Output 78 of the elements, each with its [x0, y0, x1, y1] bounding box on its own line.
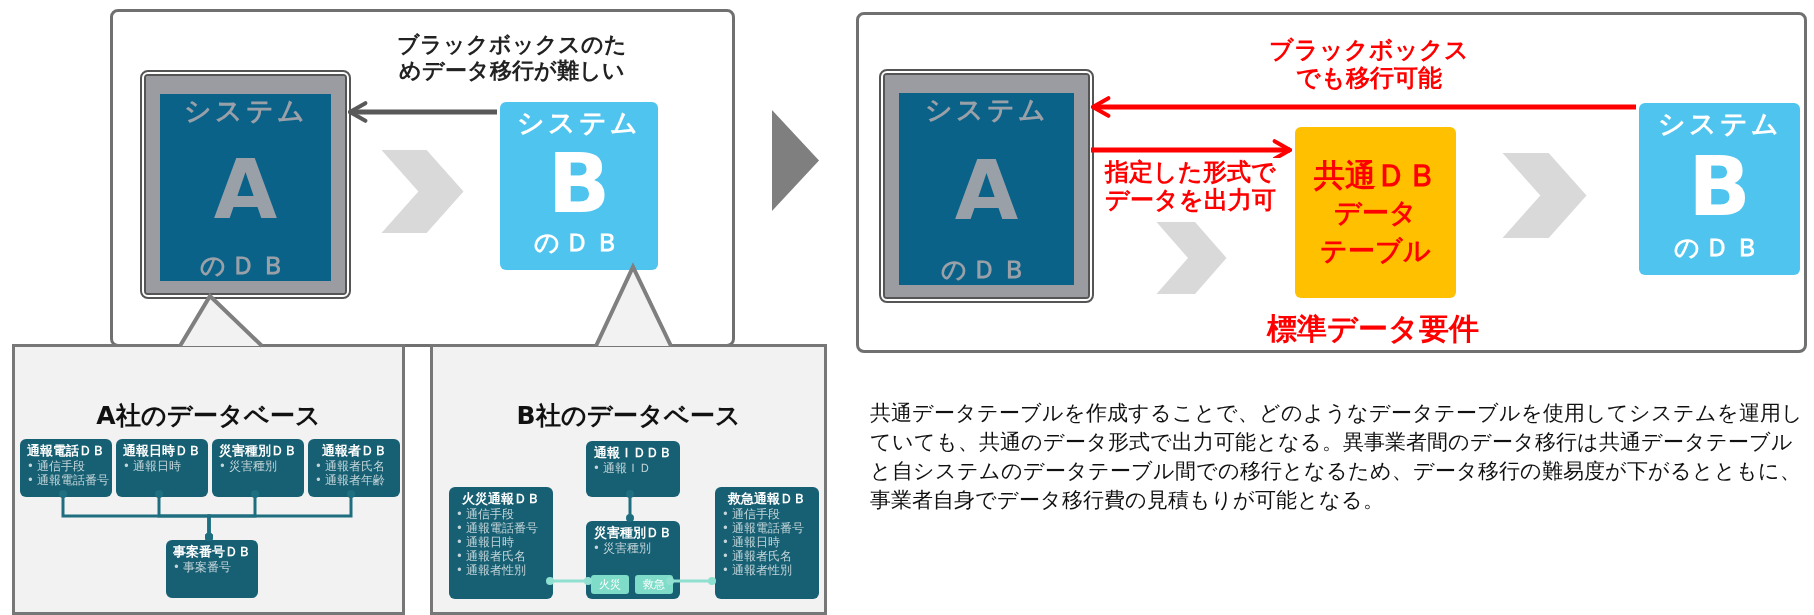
connector-line [546, 577, 592, 585]
table-box [586, 521, 680, 599]
arrow [1091, 96, 1636, 118]
list-item: • 通報電話番号 [26, 473, 108, 487]
panel-title: B社のデータベース [515, 400, 742, 432]
box-text: テーブル [1320, 233, 1431, 268]
list-item: • 通信手段 [26, 459, 87, 473]
arrow [348, 101, 497, 123]
table-title: 通報者ＤＢ [320, 442, 388, 459]
box-text: データ [1334, 195, 1417, 230]
db-label: のＤＢ [533, 228, 625, 258]
table-title: 通報ＩＤＤＢ [593, 444, 673, 461]
description-text: 共通データテーブルを作成することで、どのようなデータテーブルを使用してシステムを運用していても、共通のデータ形式で出力可能となる。異事業者間のデータ移行は共通データテーブルと自システムのデータテーブル間での移行となるため、データ移行の難易度が下がるとともに、事業者自身でデータ移行費の見積もりが可能となる。 [870, 399, 1804, 514]
list-item: • 通報日時 [455, 535, 516, 549]
callout-tail [178, 292, 264, 348]
system-label: システム [924, 93, 1049, 127]
triangle-arrow [772, 110, 819, 211]
table-title: 事案番号ＤＢ [172, 543, 252, 560]
connector-line [666, 577, 716, 585]
list-item: • 通報日時 [721, 535, 782, 549]
system-letter: A [954, 150, 1019, 232]
chevron-arrow [1156, 222, 1227, 294]
chevron-arrow [1502, 153, 1587, 238]
callout-tail [594, 262, 673, 348]
list-item: • 通報者性別 [455, 563, 528, 577]
list-item: • 事案番号 [172, 560, 233, 574]
list-item: • 通報者年齢 [314, 473, 387, 487]
db-label: のＤＢ [941, 255, 1032, 285]
list-item: • 通報日時 [122, 459, 183, 473]
system-letter: A [213, 148, 278, 231]
table-title: 火災通報ＤＢ [461, 490, 541, 507]
tag-box: 救急 [635, 575, 673, 594]
table-box [212, 439, 304, 497]
list-item: • 通報ＩＤ [592, 461, 653, 475]
common-table-box [1295, 127, 1456, 298]
table-box [308, 439, 400, 497]
list-item: • 通報電話番号 [455, 521, 540, 535]
database-box [1639, 103, 1800, 275]
connector-line [626, 490, 634, 522]
table-box [586, 441, 680, 497]
list-item: • 通報者氏名 [455, 549, 528, 563]
list-item: • 通信手段 [455, 507, 516, 521]
panel-title: A社のデータベース [95, 400, 322, 432]
system-label: システム [517, 106, 641, 140]
system-label: システム [183, 94, 308, 128]
table-box [715, 487, 819, 599]
table-title: 災害種別ＤＢ [218, 442, 298, 459]
callout-panel [430, 344, 827, 615]
framed-database-box [879, 69, 1094, 303]
arrow [1091, 139, 1292, 161]
list-item: • 災害種別 [592, 541, 653, 555]
system-letter: B [1688, 146, 1751, 228]
table-title: 通報日時ＤＢ [122, 442, 202, 459]
connector-line [205, 490, 355, 541]
framed-database-box [140, 70, 351, 299]
table-title: 災害種別ＤＢ [593, 524, 673, 541]
table-box [116, 439, 208, 497]
table-box [166, 540, 258, 598]
table-box [449, 487, 553, 599]
table-title: 通報電話ＤＢ [26, 442, 106, 459]
list-item: • 災害種別 [218, 459, 279, 473]
list-item: • 通報電話番号 [721, 521, 806, 535]
list-item: • 通報者性別 [721, 563, 794, 577]
db-label: のＤＢ [200, 251, 291, 281]
database-box [500, 102, 658, 270]
caption-text: 標準データ要件 [1265, 311, 1480, 347]
tag-box: 火災 [591, 575, 629, 594]
callout-panel [12, 344, 405, 615]
db-label: のＤＢ [1674, 233, 1765, 263]
table-box [20, 439, 112, 497]
chevron-arrow [381, 150, 464, 233]
list-item: • 通報者氏名 [721, 549, 794, 563]
list-item: • 通報者氏名 [314, 459, 387, 473]
system-letter: B [547, 143, 611, 225]
system-label: システム [1657, 107, 1782, 141]
table-title: 救急通報ＤＢ [726, 490, 807, 507]
list-item: • 通信手段 [721, 507, 782, 521]
box-title: 共通ＤＢ [1313, 155, 1438, 194]
